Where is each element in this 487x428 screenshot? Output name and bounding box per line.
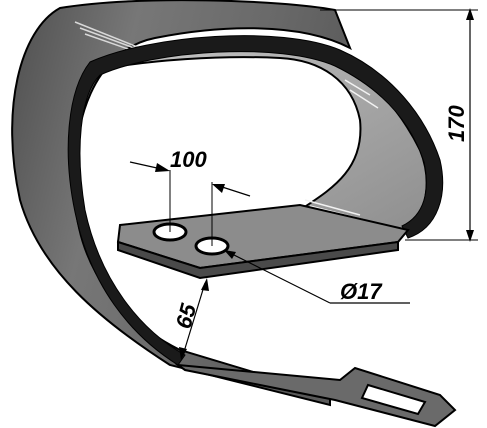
inner-highlight <box>304 79 379 221</box>
mounting-plate-edge <box>117 240 399 280</box>
dim-100-arrow-left <box>155 163 170 172</box>
tine-tail <box>174 363 457 428</box>
dim-17-arrow <box>224 250 236 259</box>
dim-170-label: 170 <box>444 105 469 142</box>
dim-100-label: 100 <box>170 147 207 172</box>
dim-65-line <box>182 282 206 356</box>
dim-65-arrow-top <box>201 278 209 291</box>
dim-65-arrow-bottom <box>179 347 187 360</box>
dim-100-arrow-right <box>212 184 225 193</box>
dim-170-arrow-top <box>466 8 474 20</box>
band-rim <box>67 35 444 366</box>
band-inner-face <box>94 41 428 232</box>
dim-17-label: Ø17 <box>340 279 383 304</box>
dim-170-arrow-bottom <box>466 230 474 242</box>
dim-17-leader <box>227 251 331 304</box>
dim-65-label: 65 <box>171 300 202 331</box>
tine-slot <box>360 383 427 416</box>
